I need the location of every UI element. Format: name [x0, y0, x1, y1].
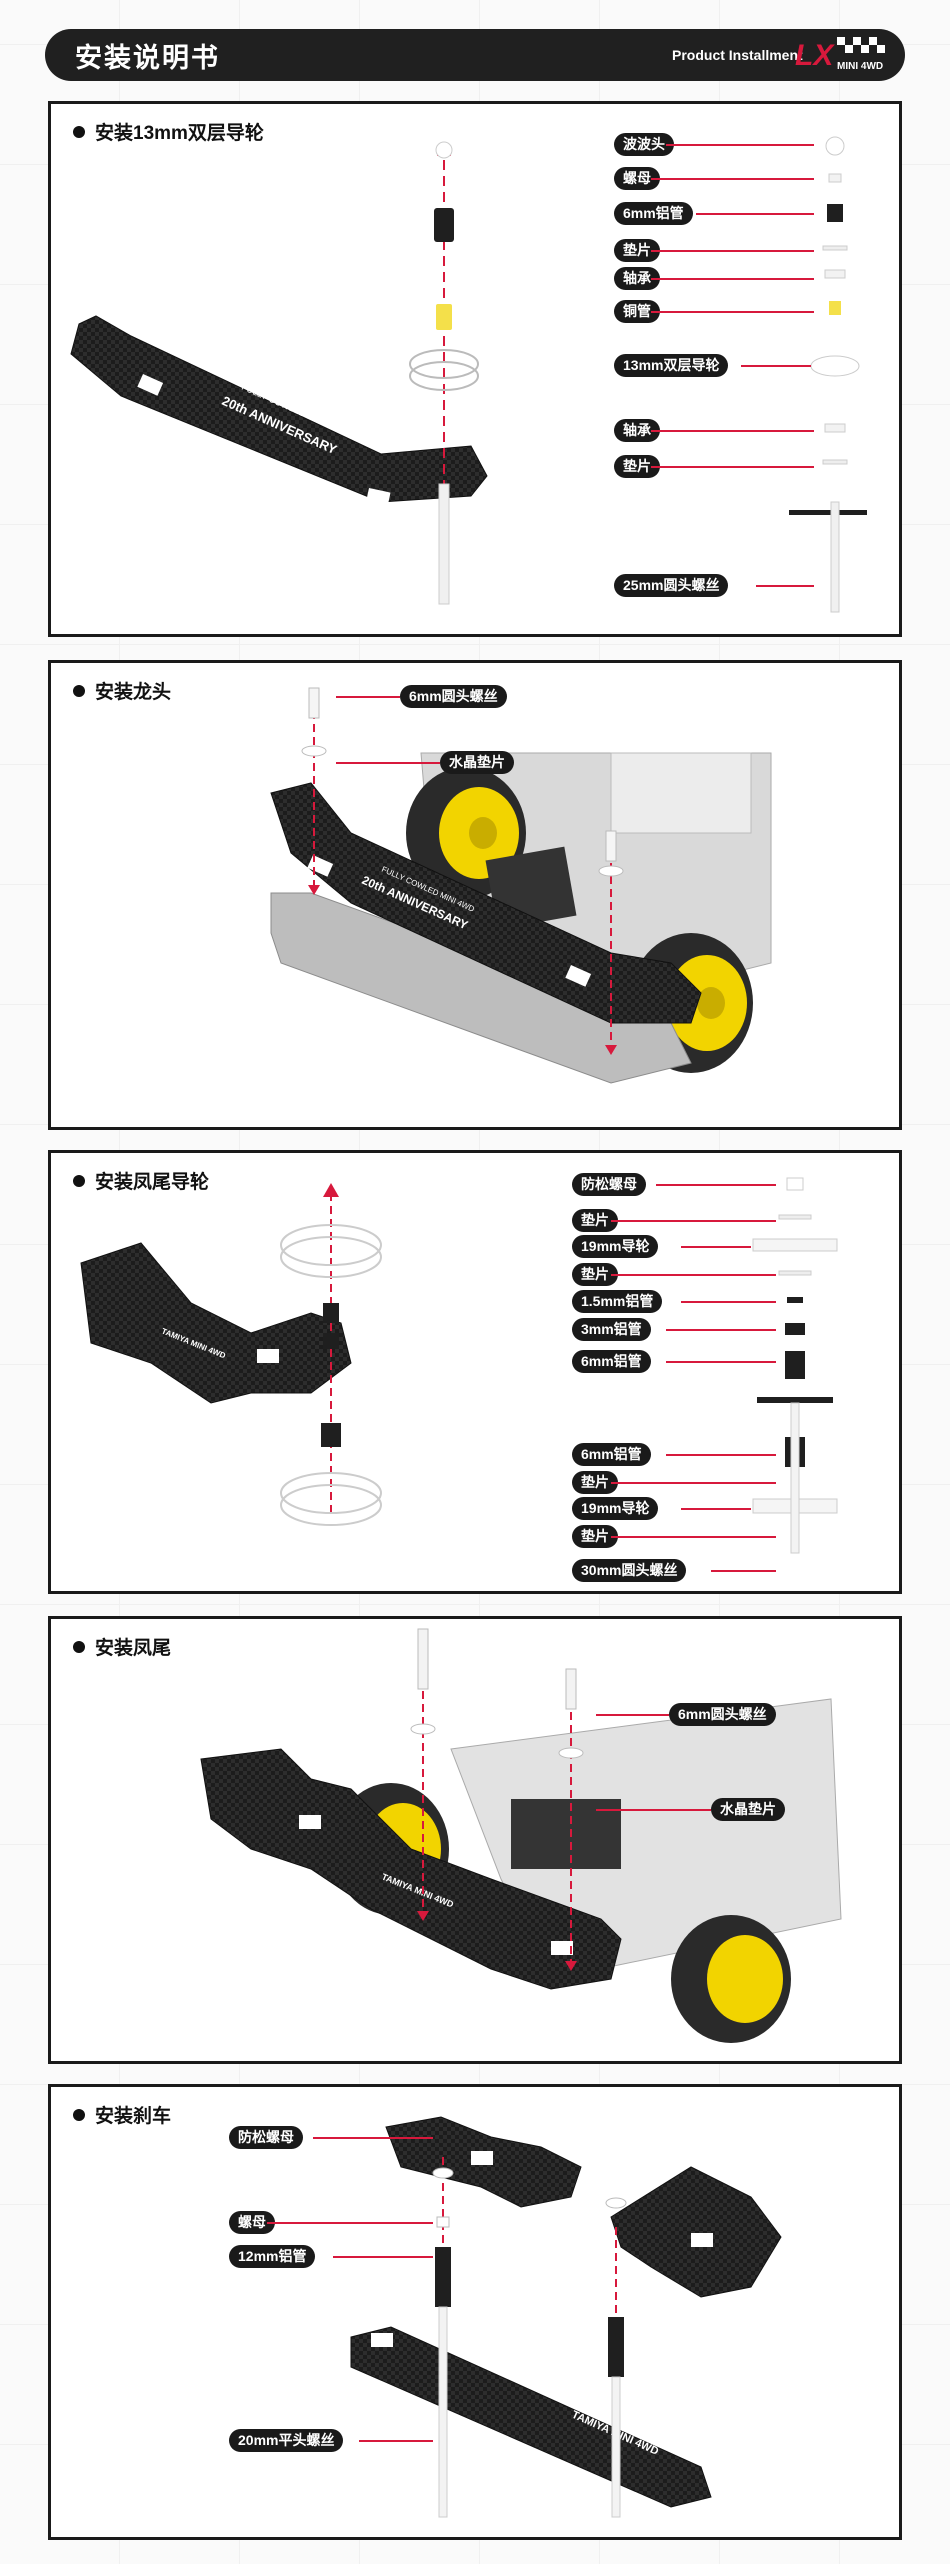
- bearing-part: [824, 269, 846, 279]
- roller-13mm: [409, 349, 479, 379]
- front-plate: [70, 315, 488, 503]
- arrow-down-icon: [565, 1961, 577, 1971]
- label-6mm-spacer: 6mm铝管: [614, 202, 693, 225]
- tamiya-logo-icon: [366, 488, 391, 507]
- label-lock-nut: 防松螺母: [229, 2126, 303, 2149]
- label-6mm-screw: 6mm圆头螺丝: [669, 1703, 776, 1726]
- aluminum-spacer: [434, 208, 454, 242]
- section-brake: 安装刹车 TAMIYA MINI 4WD 防松螺母 螺母 12mm铝管 20mm…: [48, 2084, 902, 2540]
- label-nut: 螺母: [229, 2211, 275, 2234]
- label-6mm-spacer-2: 6mm铝管: [572, 1443, 651, 1466]
- label-crystal-washer: 水晶垫片: [440, 751, 514, 774]
- arrow-down-icon: [417, 1911, 429, 1921]
- label-crystal-washer: 水晶垫片: [711, 1798, 785, 1821]
- section-title: 安装龙头: [95, 682, 172, 703]
- section-rear-roller: 安装凤尾导轮 TAMIYA MINI 4WD 防松螺母 垫片 19mm导轮 垫片: [48, 1150, 902, 1594]
- section-title: 安装刹车: [95, 2106, 172, 2127]
- label-lock-nut: 防松螺母: [572, 1173, 646, 1196]
- bullet-icon: [73, 1640, 85, 1653]
- arrow-down-icon: [605, 1045, 617, 1055]
- label-3mm-spacer: 3mm铝管: [572, 1318, 651, 1341]
- bullet-icon: [73, 125, 85, 138]
- label-6mm-screw: 6mm圆头螺丝: [400, 685, 507, 708]
- bearing-part-2: [824, 423, 846, 433]
- tamiya-logo-icon: [551, 1941, 573, 1955]
- page-title: 安装说明书: [75, 42, 220, 73]
- roller-assembly-illustration: 20th ANNIVERSARY FULLY COWLED MINI 4WD: [70, 136, 867, 613]
- label-double-roller: 13mm双层导轮: [614, 354, 729, 377]
- section-title: 安装13mm双层导轮: [95, 123, 264, 144]
- arrow-up-icon: [323, 1183, 339, 1197]
- header-subtitle: Product Installment: [672, 47, 803, 63]
- tamiya-logo-icon: [299, 1815, 321, 1829]
- label-ball-head: 波波头: [614, 133, 674, 156]
- label-washer: 垫片: [614, 239, 660, 262]
- label-washer: 垫片: [572, 1209, 618, 1232]
- logo-subtext: MINI 4WD: [837, 61, 883, 72]
- label-25mm-screw: 25mm圆头螺丝: [614, 574, 729, 597]
- header-bar: 安装说明书 Product Installment LX MINI 4WD: [45, 29, 905, 81]
- label-bearing-2: 轴承: [614, 419, 660, 442]
- label-12mm-spacer: 12mm铝管: [229, 2245, 316, 2268]
- right-wheel: [671, 1915, 791, 2043]
- label-nut: 螺母: [614, 167, 660, 190]
- label-19mm-roller-2: 19mm导轮: [572, 1497, 659, 1520]
- label-bearing: 轴承: [614, 267, 660, 290]
- label-20mm-flat-screw: 20mm平头螺丝: [229, 2429, 344, 2452]
- tamiya-logo-icon: [471, 2151, 493, 2165]
- tamiya-logo-icon: [371, 2333, 393, 2347]
- section-title: 安装凤尾导轮: [95, 1172, 210, 1193]
- label-1.5mm-spacer: 1.5mm铝管: [572, 1290, 663, 1313]
- brake-illustration: TAMIYA MINI 4WD: [350, 2116, 782, 2518]
- label-washer-4: 垫片: [572, 1525, 618, 1548]
- section-13mm-roller: 安装13mm双层导轮 20th ANNIVERSARY FULLY COWLED…: [48, 101, 902, 637]
- bullet-icon: [73, 684, 85, 697]
- arrow-down-icon: [308, 885, 320, 895]
- label-washer-3: 垫片: [572, 1471, 618, 1494]
- screw-25mm-part: [830, 501, 840, 613]
- logo-text: LX: [795, 39, 835, 72]
- label-6mm-spacer: 6mm铝管: [572, 1350, 651, 1373]
- tamiya-logo-icon: [137, 374, 164, 396]
- copper-tube: [436, 304, 452, 330]
- section-front-bumper: 安装龙头 20th ANNIVERSARY FULLY COWLED MINI …: [48, 660, 902, 1130]
- section-rear-bumper: 安装凤尾 TAMIYA MINI 4WD 6mm圆头螺丝 水晶垫片: [48, 1616, 902, 2064]
- double-roller-part: [810, 355, 860, 377]
- screw-head-part: [789, 510, 867, 515]
- rear-roller-illustration: TAMIYA MINI 4WD: [80, 1177, 838, 1554]
- section-title: 安装凤尾: [95, 1638, 172, 1659]
- brand-logo: LX MINI 4WD: [795, 37, 885, 72]
- washer-part: [822, 245, 848, 251]
- tamiya-logo-icon: [691, 2233, 713, 2247]
- label-19mm-roller: 19mm导轮: [572, 1235, 659, 1258]
- label-washer-2: 垫片: [614, 455, 660, 478]
- bullet-icon: [73, 1174, 85, 1187]
- bullet-icon: [73, 2108, 85, 2121]
- copper-part: [829, 301, 841, 315]
- tamiya-logo-icon: [565, 965, 592, 987]
- washer-icon: [301, 745, 327, 757]
- label-washer: 垫片: [572, 1263, 618, 1286]
- tamiya-logo-icon: [257, 1349, 279, 1363]
- spacer-6mm-part: [827, 204, 843, 222]
- rear-bumper-illustration: TAMIYA MINI 4WD: [200, 1628, 842, 2043]
- label-30mm-screw: 30mm圆头螺丝: [572, 1559, 687, 1582]
- nut-part: [828, 173, 842, 183]
- screw-icon: [308, 687, 320, 719]
- front-bumper-illustration: 20th ANNIVERSARY FULLY COWLED MINI 4WD: [270, 687, 772, 1084]
- washer-part-2: [822, 459, 848, 465]
- label-copper-tube: 铜管: [614, 300, 660, 323]
- ball-head-part: [825, 136, 845, 156]
